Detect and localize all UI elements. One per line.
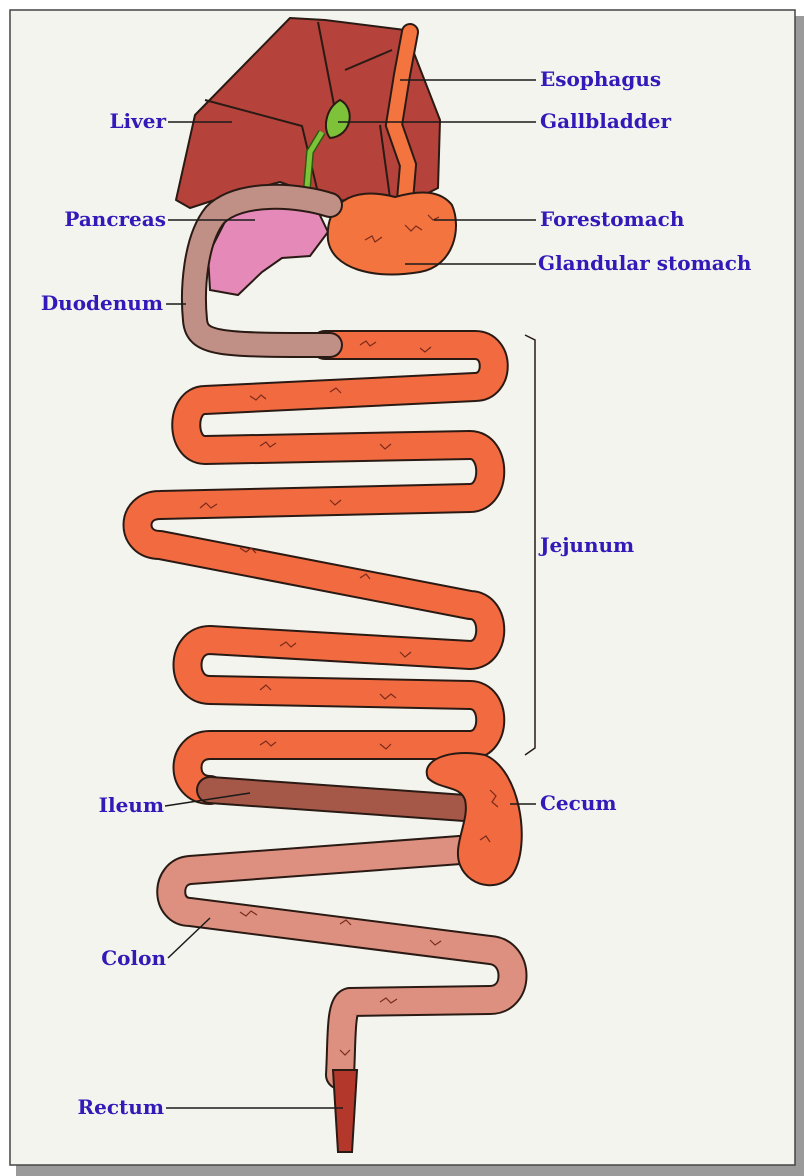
- label-jejunum: Jejunum: [538, 533, 634, 557]
- label-glandular-stomach: Glandular stomach: [538, 251, 752, 275]
- label-esophagus: Esophagus: [540, 67, 661, 91]
- label-duodenum: Duodenum: [41, 291, 163, 315]
- label-gallbladder: Gallbladder: [540, 109, 671, 133]
- label-colon: Colon: [101, 946, 166, 970]
- rectum: [333, 1070, 357, 1152]
- label-cecum: Cecum: [540, 791, 617, 815]
- label-ileum: Ileum: [99, 793, 164, 817]
- stomach: [328, 192, 456, 274]
- label-liver: Liver: [109, 109, 166, 133]
- label-pancreas: Pancreas: [64, 207, 166, 231]
- label-forestomach: Forestomach: [540, 207, 685, 231]
- label-rectum: Rectum: [78, 1095, 164, 1119]
